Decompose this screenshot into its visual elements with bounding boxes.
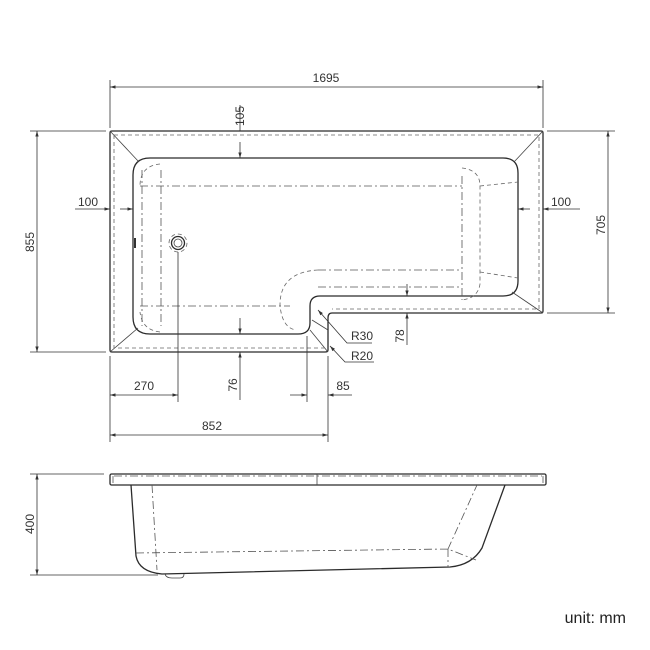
dim-label: R20 bbox=[351, 349, 373, 363]
dim-label: 100 bbox=[551, 195, 571, 209]
outer-rim-outline bbox=[109, 130, 544, 353]
dim-label: R30 bbox=[351, 329, 373, 343]
basin-inner-chain bbox=[140, 170, 463, 326]
dim-r30: R30 bbox=[317, 309, 373, 344]
dim-400: 400 bbox=[23, 473, 158, 576]
dim-105: 105 bbox=[233, 105, 247, 158]
dim-78: 78 bbox=[393, 284, 409, 345]
plan-view: 1695 105 100 100 855 705 R3 bbox=[23, 71, 615, 442]
dim-label: 400 bbox=[23, 514, 37, 534]
elevation-rim bbox=[109, 473, 547, 486]
dim-855: 855 bbox=[23, 130, 106, 353]
dim-label: 852 bbox=[202, 419, 222, 433]
dim-label: 78 bbox=[393, 329, 407, 343]
dim-label: 76 bbox=[226, 378, 240, 392]
rim-corner-lines bbox=[109, 130, 544, 353]
dim-r20: R20 bbox=[329, 345, 374, 363]
dim-100-right: 100 bbox=[518, 195, 580, 211]
dim-label: 1695 bbox=[313, 71, 340, 85]
elevation-view: 400 bbox=[23, 473, 547, 579]
dim-100-left: 100 bbox=[75, 195, 133, 211]
unit-label: unit: mm bbox=[565, 610, 626, 627]
dim-label: 855 bbox=[23, 232, 37, 252]
dim-label: 85 bbox=[336, 379, 350, 393]
basin-hidden-curves bbox=[139, 163, 519, 333]
elevation-waste bbox=[164, 573, 185, 579]
dim-852: 852 bbox=[109, 402, 328, 442]
dim-85: 85 bbox=[290, 336, 352, 442]
dim-label: 100 bbox=[78, 195, 98, 209]
waste-drain bbox=[168, 233, 188, 253]
dim-1695: 1695 bbox=[109, 71, 544, 128]
rim-hidden-line bbox=[113, 134, 540, 349]
dim-label: 105 bbox=[233, 106, 247, 126]
elevation-body bbox=[130, 484, 506, 575]
basin-outline bbox=[132, 157, 519, 335]
dim-label: 705 bbox=[594, 215, 608, 235]
dim-705: 705 bbox=[547, 130, 615, 314]
dim-76: 76 bbox=[226, 318, 242, 400]
dim-label: 270 bbox=[134, 379, 154, 393]
dim-270: 270 bbox=[109, 252, 179, 402]
